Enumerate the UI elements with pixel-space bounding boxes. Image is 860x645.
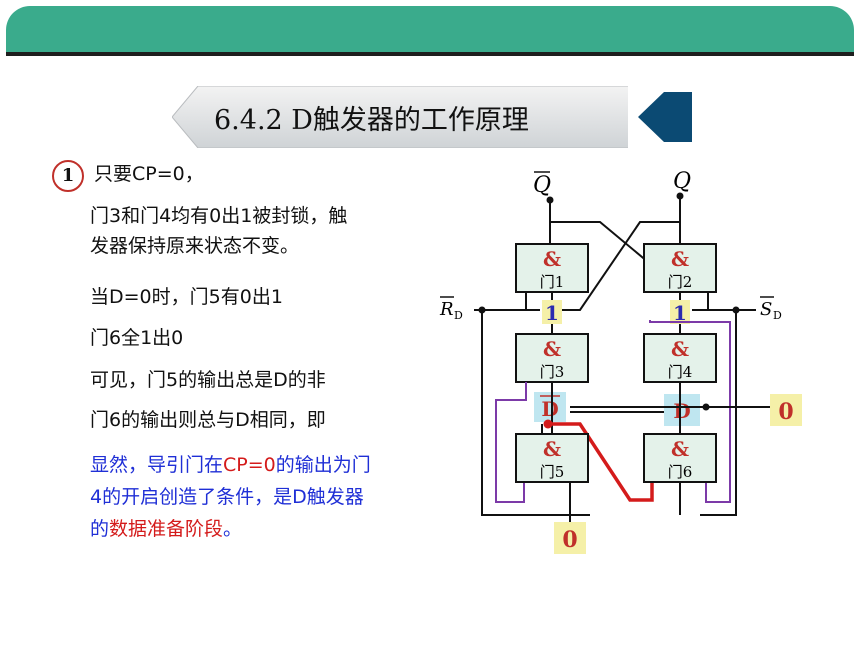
page-title: 6.4.2 D触发器的工作原理 <box>214 105 529 136</box>
d-label: D <box>673 399 690 423</box>
node-d-right <box>702 403 710 411</box>
text-line-2: 门3和门4均有0出1被封锁，触 <box>90 205 348 227</box>
wire-cross-2 <box>560 221 680 311</box>
mark-g4-bg <box>670 300 690 324</box>
text-line-10-c: 。 <box>223 518 243 540</box>
text-line-7: 门6的输出则总与D相同，即 <box>90 409 326 431</box>
header-divider <box>6 52 854 56</box>
text-line-6: 可见，门5的输出总是D的非 <box>90 369 326 391</box>
dbar-label: D <box>541 397 558 421</box>
dbar-bg <box>534 392 566 422</box>
gate-6 <box>643 433 717 483</box>
q-label: Q <box>673 169 691 194</box>
wire-purple-left <box>495 382 527 503</box>
sd-label: S <box>760 299 772 320</box>
title-banner <box>172 86 692 148</box>
text-line-9: 4的开启创造了条件，是D触发器 <box>90 486 364 508</box>
d-bg <box>664 394 700 426</box>
text-line-1: 只要CP=0， <box>94 163 204 185</box>
text-line-8-c: 的输出为门 <box>275 454 371 476</box>
text-line-10-b: 数据准备阶段 <box>109 518 224 540</box>
node-q-bar <box>546 196 554 204</box>
header-bar <box>6 6 854 52</box>
q-bar-label: Q <box>533 173 551 198</box>
gate-1 <box>515 243 589 293</box>
rd-label: R <box>439 299 454 320</box>
text-line-8: 显然，导引门在CP=0的输出为门 <box>90 453 371 478</box>
node-red <box>543 419 553 429</box>
gate-1-label: 门1 <box>540 273 565 291</box>
input-value-bg <box>770 394 802 426</box>
mark-g3-bg <box>542 300 562 324</box>
sd-subscript: D <box>773 309 782 322</box>
gate-4-label: 门4 <box>668 363 693 381</box>
gate-5 <box>515 433 589 483</box>
gate-6-label: 门6 <box>668 463 693 481</box>
gate-2-label: 门2 <box>668 273 693 291</box>
gate-3-and: & <box>543 337 561 361</box>
gate-1-and: & <box>543 247 561 271</box>
rd-subscript: D <box>454 309 463 322</box>
mark-g4: 1 <box>673 301 687 325</box>
gate-5-and: & <box>543 437 561 461</box>
input-value: 0 <box>778 399 793 425</box>
gate-2 <box>643 243 717 293</box>
gate-5-label: 门5 <box>540 463 565 481</box>
mark-g3: 1 <box>545 301 559 325</box>
node-q <box>676 192 684 200</box>
output-value-bg <box>554 522 586 554</box>
gate-3 <box>515 333 589 383</box>
text-line-10-a: 的 <box>90 518 110 540</box>
wire-red-path <box>548 422 654 502</box>
step-number-badge: 1 <box>52 160 84 192</box>
wire-right-bus <box>700 310 737 516</box>
output-value: 0 <box>562 527 577 553</box>
text-line-8-a: 显然，导引门在 <box>90 454 224 476</box>
gate-6-and: & <box>671 437 689 461</box>
gate-3-label: 门3 <box>540 363 565 381</box>
text-line-10: 的数据准备阶段。 <box>90 517 242 542</box>
text-line-8-b: CP=0 <box>223 454 276 476</box>
text-line-3: 发器保持原来状态不变。 <box>90 235 300 257</box>
wire-left-bus <box>481 310 590 516</box>
gate-2-and: & <box>671 247 689 271</box>
banner-arrow-icon <box>638 92 692 142</box>
d-flip-flop-circuit: Q Q & 门1 & 门2 R D S D 1 1 & 门3 & 门4 D <box>439 169 802 554</box>
wire-purple-right <box>649 320 731 503</box>
text-line-5: 门6全1出0 <box>90 327 184 349</box>
text-line-4: 当D=0时，门5有0出1 <box>90 286 283 308</box>
gate-4-and: & <box>671 337 689 361</box>
